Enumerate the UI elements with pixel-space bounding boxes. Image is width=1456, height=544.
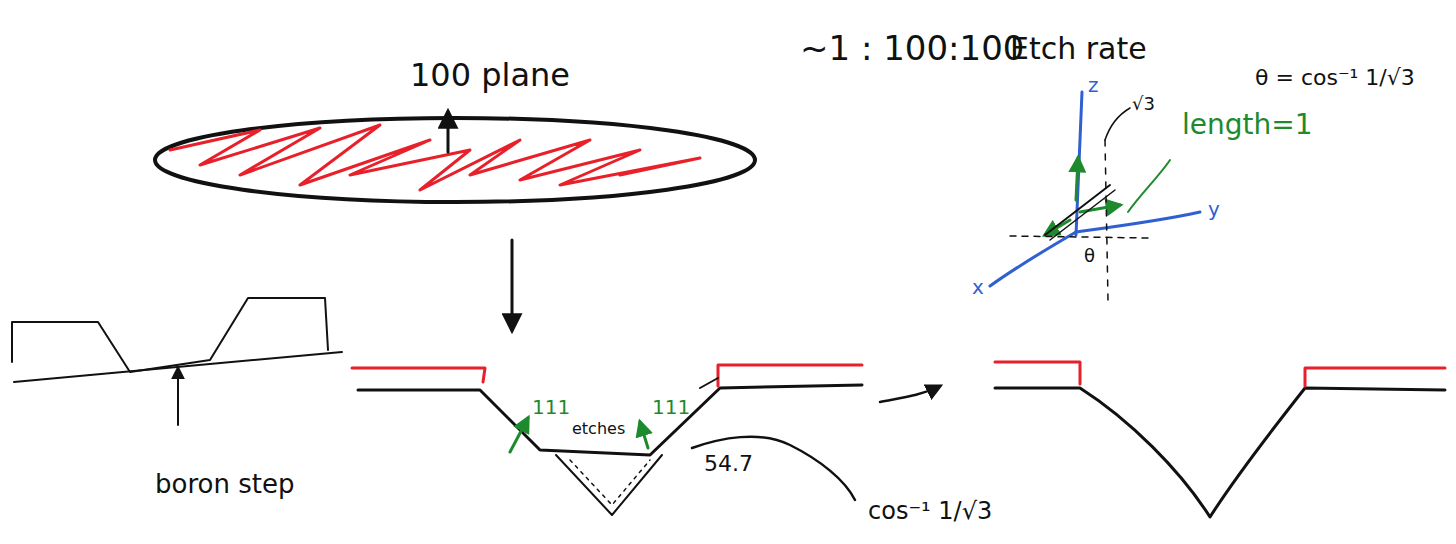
sketch-label: √3: [1132, 94, 1155, 114]
sketch-label: 100 plane: [410, 58, 570, 93]
sketch-label: z: [1088, 74, 1099, 96]
sketch-label: 111: [652, 396, 690, 418]
sketch-label: θ = cos⁻¹ 1/√3: [1255, 66, 1415, 90]
sketch-label: etches: [572, 420, 625, 438]
sketch-label: θ: [1084, 246, 1095, 266]
sketch-label: ~1 : 100:100: [800, 30, 1024, 67]
sketch-label: y: [1208, 198, 1220, 220]
sketch-label: cos⁻¹ 1/√3: [868, 498, 992, 524]
sketch-label: length=1: [1182, 110, 1313, 141]
sketch-label: 111: [532, 396, 570, 418]
sketch-label: Etch rate: [1010, 32, 1147, 65]
sketch-label: boron step: [155, 470, 294, 499]
sketch-label: 54.7: [704, 452, 753, 476]
sketch-label: x: [972, 276, 984, 298]
